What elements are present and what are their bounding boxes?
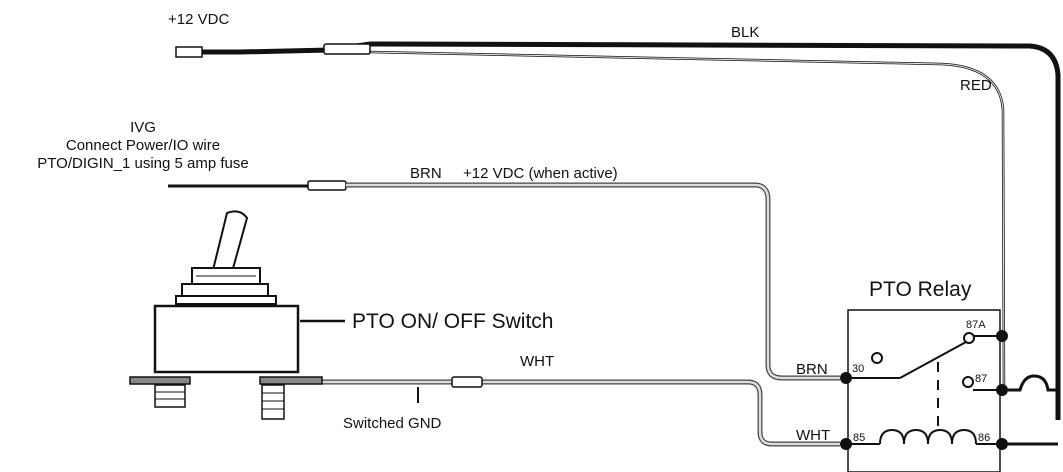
switch-washer bbox=[175, 295, 277, 305]
ivg-title: IVG bbox=[130, 119, 156, 136]
pin-87a-label: 87A bbox=[966, 319, 986, 331]
brn-connector bbox=[307, 180, 347, 191]
pto-relay bbox=[840, 309, 1058, 472]
pin-30-label: 30 bbox=[852, 363, 864, 375]
power-top-label: +12 VDC bbox=[168, 11, 229, 28]
contact-87 bbox=[962, 376, 974, 388]
relay-armature bbox=[899, 341, 967, 379]
terminal-top bbox=[175, 46, 203, 58]
pin-85-label: 85 bbox=[853, 432, 865, 444]
relay-title: PTO Relay bbox=[869, 278, 972, 301]
relay-coil bbox=[879, 428, 977, 445]
switch-lever bbox=[211, 210, 249, 274]
right-terminal-tab bbox=[259, 376, 323, 385]
brn-wire-outline bbox=[346, 182, 840, 381]
fuse-holder-top bbox=[323, 43, 371, 55]
power-wire-group bbox=[175, 41, 1061, 420]
left-terminal-screw bbox=[154, 384, 186, 408]
switched-gnd-label: Switched GND bbox=[343, 415, 442, 432]
red-label: RED bbox=[960, 77, 992, 94]
pin-85-dot bbox=[840, 438, 852, 450]
ivg-line-2: Connect Power/IO wire bbox=[66, 137, 220, 154]
blk-label: BLK bbox=[731, 24, 759, 41]
toggle-switch bbox=[129, 210, 345, 420]
wht-wire-outline bbox=[322, 379, 840, 447]
ivg-line-3: PTO/DIGIN_1 using 5 amp fuse bbox=[37, 155, 249, 172]
red-wire-inner bbox=[369, 51, 1005, 396]
red-wire-crossover bbox=[1008, 374, 1058, 392]
brn-active-label: +12 VDC (when active) bbox=[463, 165, 618, 182]
left-terminal-tab bbox=[129, 376, 191, 385]
switch-body bbox=[153, 304, 300, 374]
wht-connector bbox=[451, 376, 483, 388]
pin-30-dot bbox=[840, 372, 852, 384]
pin-87-label: 87 bbox=[975, 373, 987, 385]
relay-wht-label: WHT bbox=[796, 427, 830, 444]
contact-87a bbox=[963, 332, 975, 344]
right-terminal-screw bbox=[261, 384, 285, 420]
brn-wire-fill bbox=[346, 183, 840, 380]
brn-wire-label: BRN bbox=[410, 165, 442, 182]
wht-wire-label: WHT bbox=[520, 353, 554, 370]
pin-87-dot bbox=[996, 384, 1008, 396]
wht-wire-group bbox=[322, 376, 840, 447]
pin-86-label: 86 bbox=[978, 432, 990, 444]
switch-label: PTO ON/ OFF Switch bbox=[352, 310, 553, 333]
switch-nut bbox=[181, 283, 269, 297]
pin-86-dot bbox=[996, 438, 1008, 450]
brn-wire-group bbox=[168, 180, 840, 381]
wht-wire-fill bbox=[322, 380, 840, 446]
relay-brn-label: BRN bbox=[796, 361, 828, 378]
contact-30 bbox=[871, 352, 883, 364]
pin-87a-dot bbox=[996, 330, 1008, 342]
